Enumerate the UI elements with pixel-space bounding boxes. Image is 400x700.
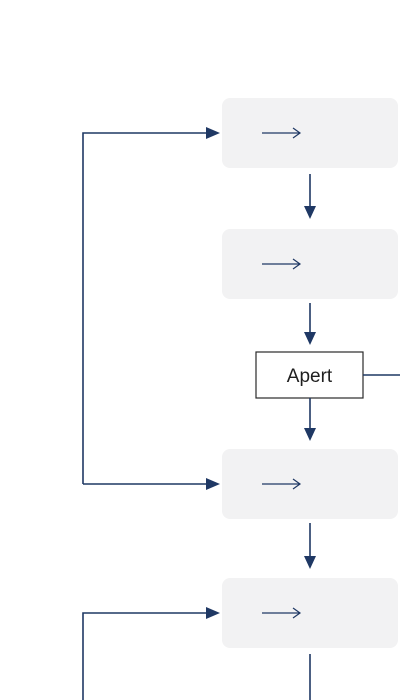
flow-node-3-box [222,449,398,519]
flow-node-3 [222,449,398,519]
edge-decision-to-node3 [304,398,316,441]
flow-node-2 [222,229,398,299]
edge-node3-to-node4 [304,523,316,569]
arrowhead-icon [206,607,220,619]
arrowhead-icon [206,478,220,490]
arrowhead-icon [304,556,316,569]
flow-node-1-box [222,98,398,168]
loop-edge-to-node4 [82,607,220,700]
flow-node-1 [222,98,398,168]
flow-node-4 [222,578,398,648]
arrowhead-icon [304,332,316,345]
arrowhead-icon [304,428,316,441]
long-right-arrow-icon [262,127,302,139]
loop-edge-to-node1-and-node3 [82,127,220,490]
long-right-arrow-icon [262,607,302,619]
long-right-arrow-icon [262,478,302,490]
flow-node-2-box [222,229,398,299]
arrowhead-icon [206,127,220,139]
flow-node-4-box [222,578,398,648]
decision-label: Apert [287,366,333,387]
edge-node2-to-decision [304,303,316,345]
arrowhead-icon [304,206,316,219]
long-right-arrow-icon [262,258,302,270]
edge-node1-to-node2 [304,174,316,219]
decision-node: Apert [255,351,400,399]
